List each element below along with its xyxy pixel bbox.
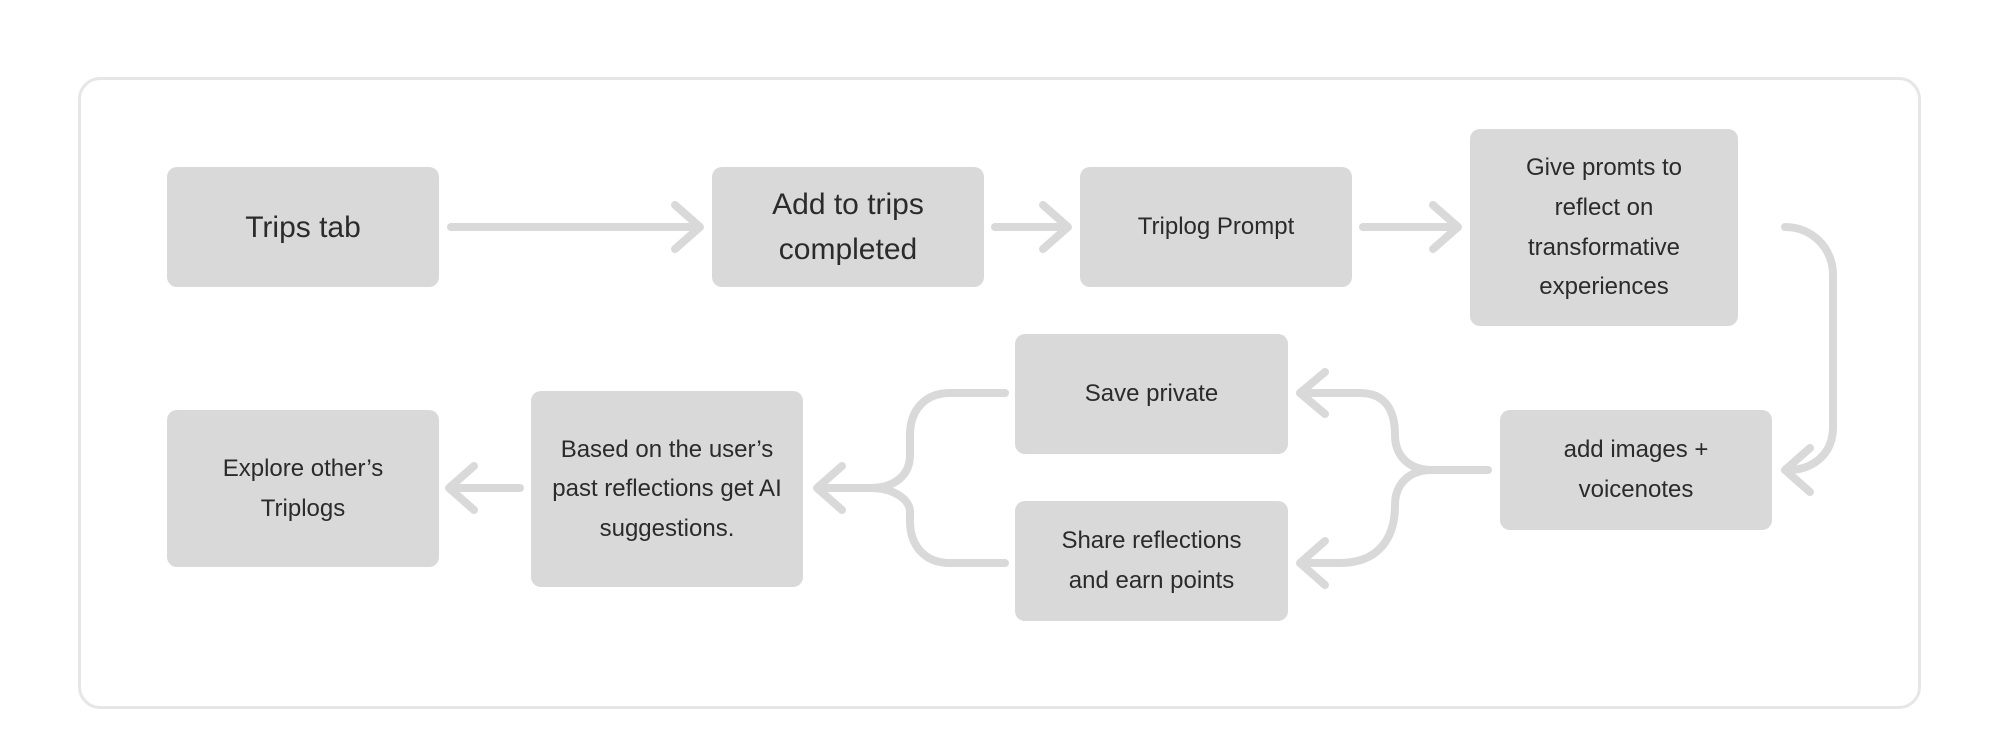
node-ai-suggestions-label: Based on the user’s past reflections get… (552, 435, 782, 542)
node-triplog-prompt: Triplog Prompt (1080, 167, 1352, 287)
node-triplog-prompt-label: Triplog Prompt (1137, 213, 1295, 240)
node-add-to-trips-completed: Add to trips completed (712, 167, 984, 287)
node-add-to-trips-completed-label: Add to trips completed (772, 188, 924, 266)
node-save-private: Save private (1015, 334, 1288, 454)
node-share-reflections-label: Share reflections and earn points (1061, 527, 1242, 594)
node-add-images-voicenotes: add images + voicenotes (1500, 410, 1772, 530)
node-give-prompts: Give promts to reflect on transformative… (1470, 129, 1738, 326)
node-trips-tab-label: Trips tab (245, 210, 361, 244)
node-save-private-label: Save private (1084, 380, 1219, 407)
node-trips-tab: Trips tab (167, 167, 439, 287)
node-explore-triplogs-label: Explore other’s Triplogs (222, 454, 384, 522)
node-share-reflections: Share reflections and earn points (1015, 501, 1288, 621)
node-add-images-voicenotes-label: add images + voicenotes (1563, 436, 1709, 503)
node-explore-triplogs: Explore other’s Triplogs (167, 410, 439, 567)
node-give-prompts-label: Give promts to reflect on transformative… (1525, 154, 1683, 301)
node-ai-suggestions: Based on the user’s past reflections get… (531, 391, 803, 587)
